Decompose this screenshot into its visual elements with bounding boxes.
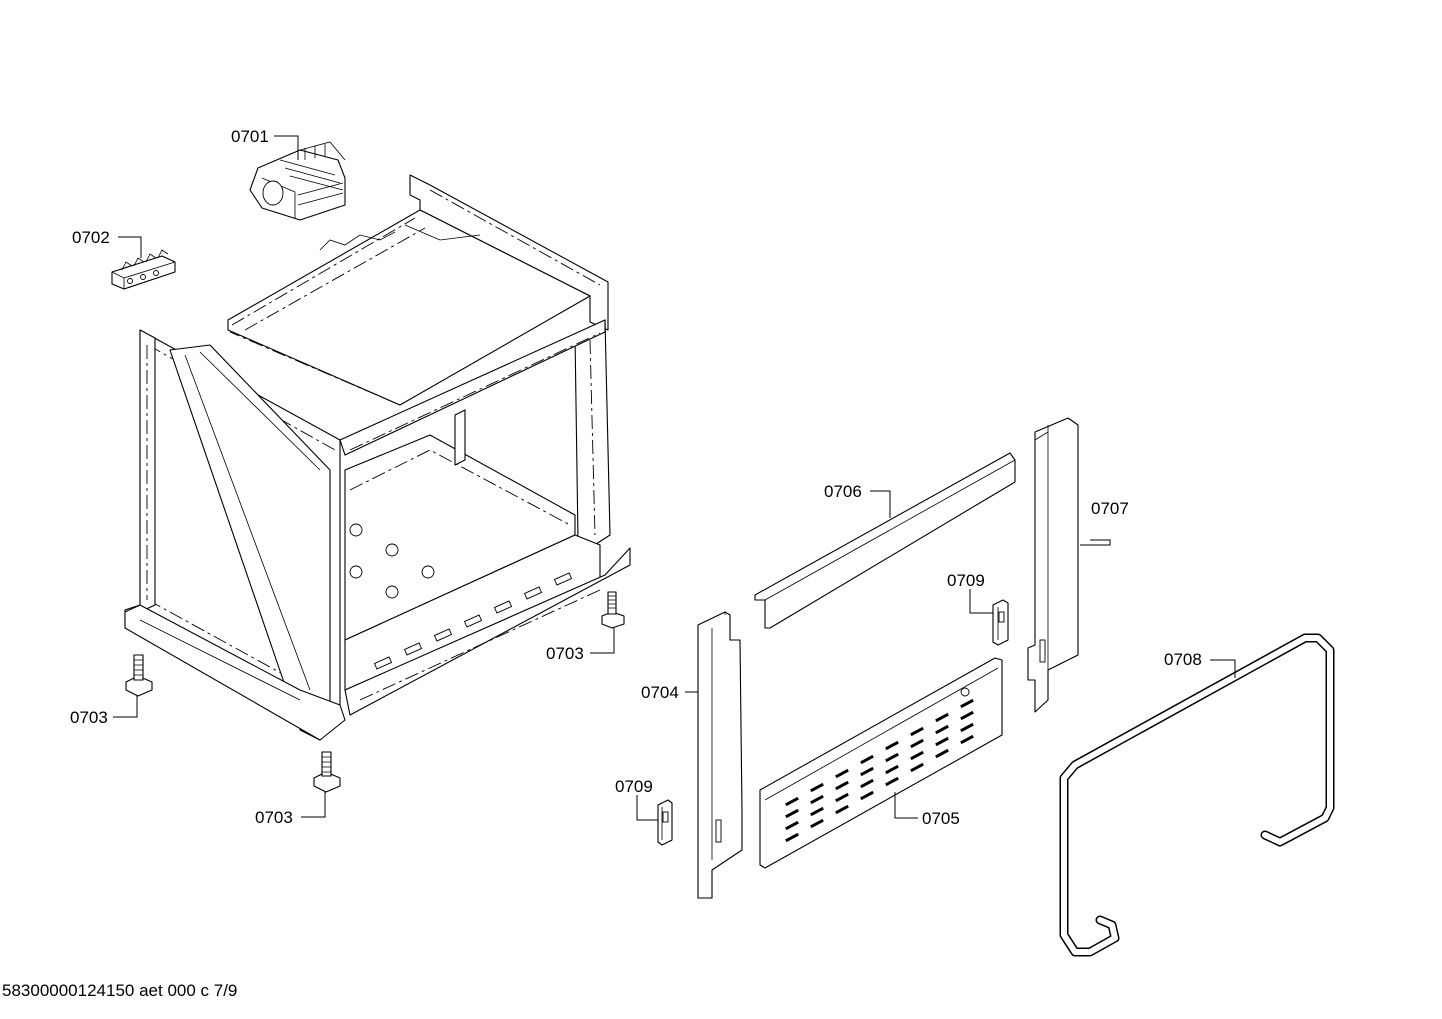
document-footer-code: 58300000124150 aet 000 c 7/9 (2, 981, 238, 1000)
callout-0703-right: 0703 (546, 644, 584, 663)
callout-0703-front: 0703 (255, 808, 293, 827)
vent-slot (860, 754, 874, 765)
vent-slot (910, 726, 924, 737)
vent-slot (785, 808, 799, 819)
vent-slot (785, 832, 799, 843)
callout-labels: 0701 0702 0703 0703 0703 0704 0705 0706 … (70, 127, 1202, 828)
part-0709-clip-upper[interactable] (992, 599, 1009, 646)
vent-slot (810, 818, 824, 829)
leader-lines (113, 135, 1236, 821)
vent-slot (910, 750, 924, 761)
part-0703-leveling-foot-right[interactable] (601, 591, 625, 629)
oven-housing-frame (124, 174, 631, 741)
vent-slot (910, 738, 924, 749)
vent-slot (960, 722, 974, 733)
callout-0703-left: 0703 (70, 708, 108, 727)
vent-slot (885, 752, 899, 763)
vent-slot (860, 790, 874, 801)
vent-slot (785, 796, 799, 807)
vent-slot (935, 736, 949, 747)
part-0705-vent-panel[interactable] (759, 657, 1003, 869)
callout-0707: 0707 (1091, 499, 1129, 518)
part-0708-wire-rack[interactable] (1059, 633, 1335, 957)
callout-0702: 0702 (72, 228, 110, 247)
callout-0708: 0708 (1164, 650, 1202, 669)
vent-slot (885, 740, 899, 751)
part-0701-fan-motor[interactable] (249, 141, 346, 221)
vent-slot (960, 734, 974, 745)
part-0703-leveling-foot-front[interactable] (313, 751, 341, 793)
vent-slot (860, 766, 874, 777)
vent-slot (910, 762, 924, 773)
part-0707-side-rail-right[interactable] (1027, 417, 1079, 713)
vent-slot (835, 780, 849, 791)
vent-slot (835, 804, 849, 815)
callout-0706: 0706 (824, 482, 862, 501)
vent-slot (885, 776, 899, 787)
vent-slot (960, 698, 974, 709)
part-0703-leveling-foot-left[interactable] (125, 654, 153, 697)
vent-slot (935, 724, 949, 735)
vent-slot (835, 792, 849, 803)
callout-0704: 0704 (641, 683, 679, 702)
callout-0709-upper: 0709 (947, 571, 985, 590)
part-0702-terminal-block[interactable] (111, 249, 176, 290)
vent-slot (810, 794, 824, 805)
part-0704-side-rail-left[interactable] (697, 611, 743, 899)
vent-slot (960, 710, 974, 721)
vent-slot (935, 748, 949, 759)
vent-slot (785, 820, 799, 831)
vent-slot (810, 782, 824, 793)
callout-0705: 0705 (922, 809, 960, 828)
part-0706-top-rail[interactable] (754, 452, 1016, 629)
vent-slot (835, 768, 849, 779)
vent-slot (860, 778, 874, 789)
part-0709-clip-lower[interactable] (657, 799, 673, 846)
callout-0709-lower: 0709 (615, 777, 653, 796)
vent-slot (935, 712, 949, 723)
vent-slot (810, 806, 824, 817)
callout-0701: 0701 (231, 127, 269, 146)
vent-slot (885, 764, 899, 775)
